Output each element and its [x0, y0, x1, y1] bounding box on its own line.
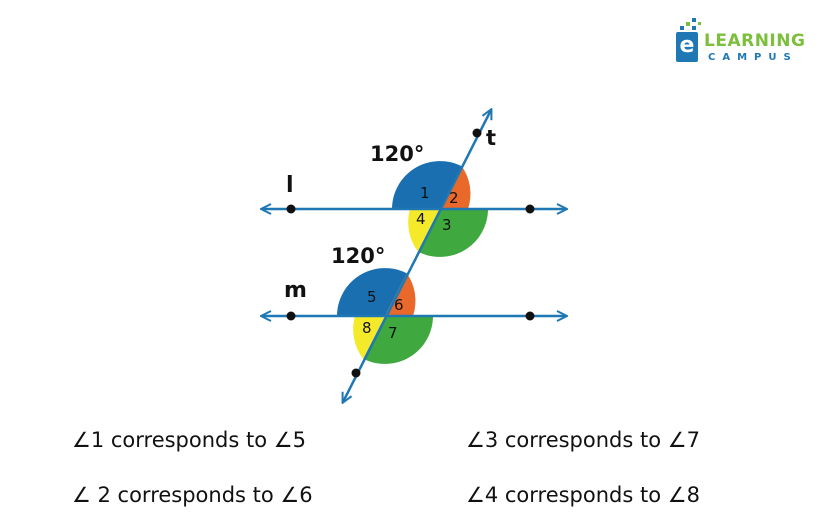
logo-pixel-dots-icon	[680, 18, 701, 30]
point-l-right	[525, 204, 535, 214]
logo-word: LEARNING	[704, 31, 806, 51]
label-angle-bottom: 120°	[331, 244, 385, 268]
label-angle-2: 2	[449, 189, 459, 207]
label-angle-top: 120°	[370, 142, 424, 166]
statement-angle-2-6: ∠ 2 corresponds to ∠6	[72, 483, 313, 507]
statement-angle-3-7: ∠3 corresponds to ∠7	[466, 428, 700, 452]
point-m-right	[525, 311, 535, 321]
point-t-bottom	[351, 368, 361, 378]
transversal-t	[343, 110, 491, 402]
label-line-t: t	[486, 126, 496, 150]
elearning-campus-logo: e LEARNING CAMPUS	[664, 18, 806, 72]
statement-angle-1-5: ∠1 corresponds to ∠5	[72, 428, 306, 452]
point-m-left	[286, 311, 296, 321]
label-angle-6: 6	[394, 296, 404, 314]
label-angle-4: 4	[416, 210, 426, 228]
logo-letter: e	[676, 32, 698, 62]
point-l-left	[286, 204, 296, 214]
point-t-top	[472, 128, 482, 138]
label-angle-3: 3	[442, 216, 452, 234]
statement-angle-4-8: ∠4 corresponds to ∠8	[466, 483, 700, 507]
label-line-m: m	[284, 278, 307, 303]
label-angle-8: 8	[362, 319, 372, 337]
label-line-l: l	[286, 173, 294, 198]
label-angle-1: 1	[420, 184, 430, 202]
label-angle-7: 7	[388, 324, 398, 342]
label-angle-5: 5	[367, 288, 377, 306]
logo-subword: CAMPUS	[708, 52, 798, 63]
